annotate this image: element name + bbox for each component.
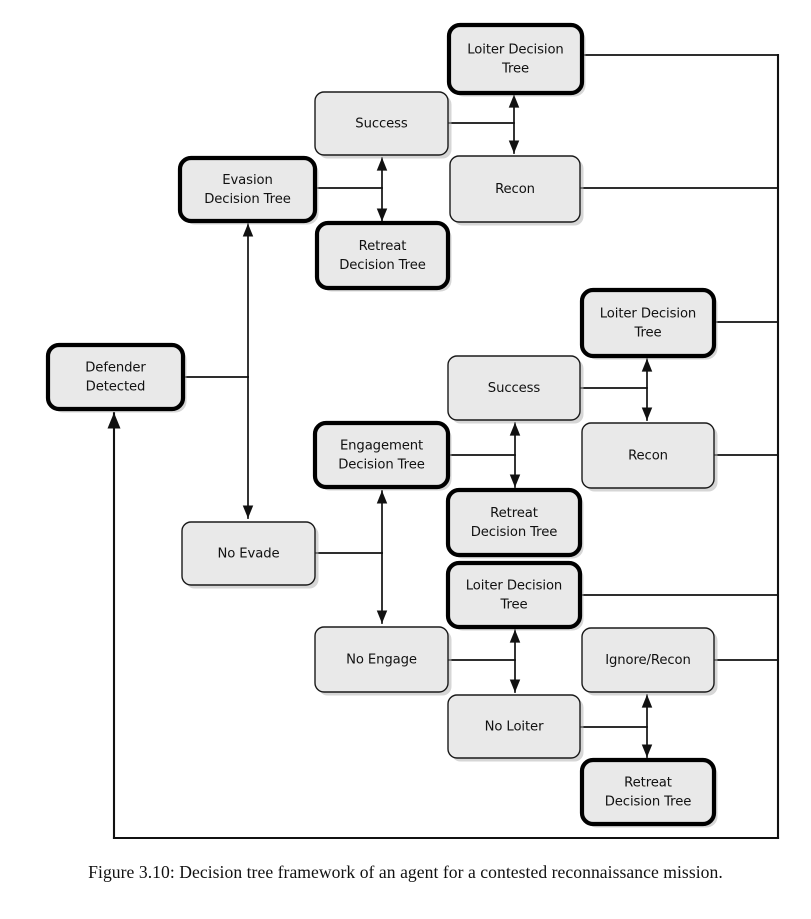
node-label: Loiter Decision [466,579,562,594]
node-label: Tree [633,326,661,341]
node-label: Decision Tree [471,525,558,540]
node-box[interactable] [314,626,449,693]
node-box[interactable] [314,220,451,291]
node-label: Decision Tree [204,192,291,207]
node-label: Recon [495,182,535,197]
node-label: Decision Tree [605,795,692,810]
node-label: Loiter Decision [600,307,696,322]
node-no-engage[interactable]: No Engage [314,626,452,696]
node-label: Retreat [359,239,407,254]
figure-caption: Figure 3.10: Decision tree framework of … [88,862,723,882]
node-label: No Engage [346,653,417,668]
edges-layer [107,53,780,840]
node-box[interactable] [447,694,581,759]
node-recon-1[interactable]: Recon [449,155,584,226]
node-label: Success [488,381,541,396]
node-box[interactable] [447,355,581,421]
node-label: Decision Tree [339,258,426,273]
node-box[interactable] [45,342,186,412]
node-box[interactable] [579,287,717,359]
node-box[interactable] [314,91,449,156]
node-no-evade[interactable]: No Evade [181,521,319,589]
node-label: No Loiter [485,720,544,735]
node-box[interactable] [181,521,316,586]
node-box[interactable] [445,560,583,630]
node-label: Recon [628,449,668,464]
node-box[interactable] [581,627,715,693]
node-box[interactable] [579,757,717,827]
node-box[interactable] [445,487,583,558]
node-label: Defender [85,361,146,376]
node-label: Evasion [222,173,272,188]
node-box[interactable] [312,420,451,490]
node-box[interactable] [446,22,585,96]
node-label: Success [355,117,408,132]
node-recon-2[interactable]: Recon [581,422,718,492]
node-label: Retreat [624,776,672,791]
node-label: Retreat [490,506,538,521]
node-box[interactable] [177,155,318,224]
node-label: Engagement [340,439,423,454]
node-label: Ignore/Recon [605,653,691,668]
node-ignore-recon[interactable]: Ignore/Recon [581,627,718,696]
node-label: Decision Tree [338,458,425,473]
node-box[interactable] [449,155,581,223]
node-success-2[interactable]: Success [447,355,584,424]
node-label: Detected [86,380,146,395]
node-label: Tree [499,598,527,613]
node-no-loiter[interactable]: No Loiter [447,694,584,762]
node-label: No Evade [217,547,279,562]
node-label: Loiter Decision [467,43,563,58]
node-label: Tree [501,62,529,77]
node-success-1[interactable]: Success [314,91,452,159]
node-box[interactable] [581,422,715,489]
